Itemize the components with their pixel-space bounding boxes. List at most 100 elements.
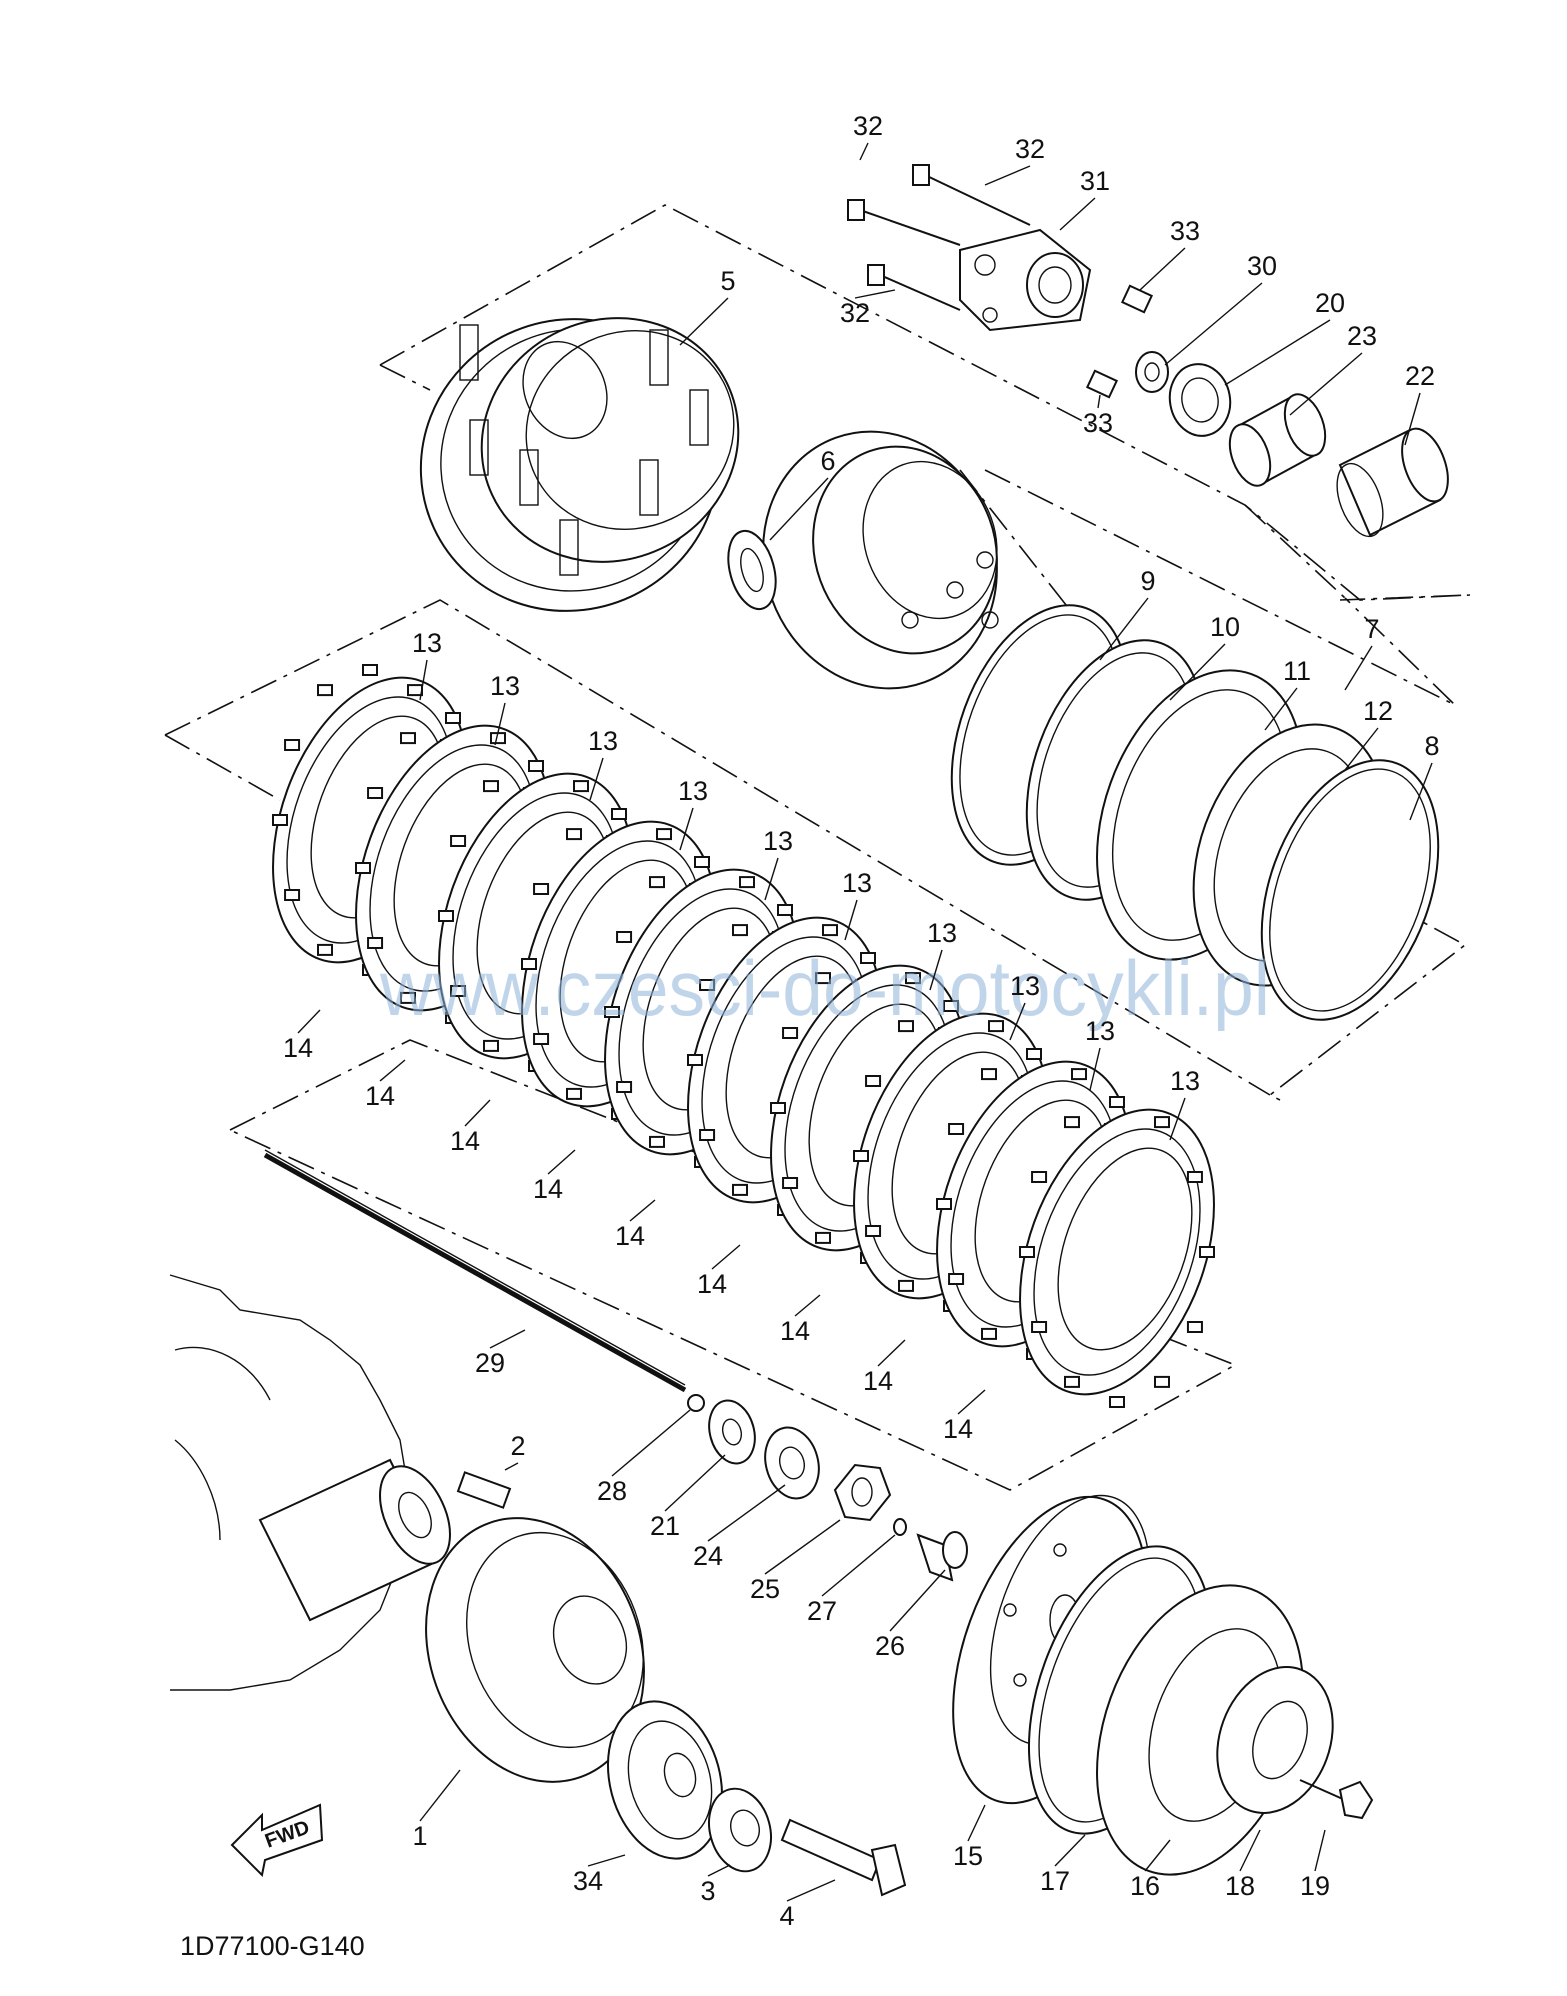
leader-line-7 — [1344, 645, 1373, 691]
callout-13: 13 — [1085, 1016, 1115, 1046]
callout-leader-lines — [297, 142, 1433, 1902]
plate-tab — [981, 1068, 997, 1081]
plate-tab — [898, 1279, 914, 1292]
plate-tab — [1154, 1116, 1170, 1129]
plate-tab — [1109, 1096, 1125, 1108]
leader-line-18 — [1239, 1829, 1261, 1872]
plate-tab — [1154, 1375, 1170, 1388]
plate-friction-band — [1033, 1128, 1201, 1376]
leader-line-9 — [1099, 597, 1149, 661]
leader-line-14 — [794, 1294, 821, 1317]
callout-13: 13 — [1170, 1066, 1200, 1096]
plate-tab — [770, 1102, 786, 1114]
callout-32: 32 — [840, 298, 870, 328]
plate-tab — [400, 991, 416, 1004]
plate-tab — [616, 931, 633, 943]
plate-tab — [943, 1000, 959, 1012]
leader-line-14 — [957, 1389, 986, 1415]
shaft — [258, 1458, 451, 1622]
callout-12: 12 — [1363, 696, 1393, 726]
callout-30: 30 — [1247, 251, 1277, 281]
leader-line-2 — [504, 1462, 519, 1471]
plate-tab — [853, 1150, 869, 1162]
plate-tab — [782, 1027, 799, 1039]
plate-tab — [533, 883, 550, 895]
plate-tab — [1186, 1321, 1203, 1333]
plate-tab — [1031, 1321, 1048, 1333]
leader-line-31 — [1059, 197, 1096, 231]
plate-tab — [528, 760, 544, 772]
plate-tab — [1064, 1375, 1080, 1388]
plate-tab — [981, 1327, 997, 1340]
plate-tab — [284, 739, 301, 751]
plate-tab — [699, 1129, 716, 1141]
callout-14: 14 — [863, 1366, 893, 1396]
plate-tab — [604, 1006, 620, 1018]
callout-13: 13 — [927, 918, 957, 948]
callout-1: 1 — [412, 1821, 427, 1851]
callout-29: 29 — [475, 1348, 505, 1378]
leader-line-16 — [1144, 1839, 1171, 1872]
seal-part-30 — [1135, 351, 1169, 393]
leader-line-14 — [629, 1199, 656, 1222]
leader-line-13 — [1089, 1047, 1101, 1091]
callout-14: 14 — [283, 1033, 313, 1063]
leader-line-12 — [1344, 727, 1379, 771]
plate-tab — [1199, 1246, 1215, 1258]
callout-14: 14 — [450, 1126, 480, 1156]
callout-33: 33 — [1170, 216, 1200, 246]
leader-line-6 — [769, 477, 829, 541]
leader-line-33 — [1097, 394, 1101, 409]
callout-10: 10 — [1210, 612, 1240, 642]
plate-tab — [649, 1135, 665, 1148]
leader-line-28 — [611, 1409, 691, 1477]
callout-8: 8 — [1424, 731, 1439, 761]
callout-13: 13 — [763, 826, 793, 856]
plate-tab — [649, 876, 665, 889]
plate-tab — [367, 937, 384, 949]
callout-15: 15 — [953, 1841, 983, 1871]
callout-13: 13 — [412, 628, 442, 658]
callout-13: 13 — [678, 776, 708, 806]
forward-arrow-icon: FWD — [230, 1803, 324, 1878]
plate-tab — [936, 1198, 952, 1210]
seal-part-20 — [1168, 363, 1232, 437]
callout-27: 27 — [807, 1596, 837, 1626]
leader-line-15 — [967, 1804, 986, 1842]
plate-tab — [317, 684, 333, 697]
leader-line-13 — [764, 857, 779, 901]
leader-line-1 — [419, 1769, 461, 1822]
callout-14: 14 — [697, 1269, 727, 1299]
plate-tab — [815, 1231, 831, 1244]
plate-tab — [860, 952, 876, 964]
callout-3: 3 — [700, 1876, 715, 1906]
circlip-part-8 — [1260, 759, 1440, 1021]
plate-tab — [317, 943, 333, 956]
callout-13: 13 — [1010, 971, 1040, 1001]
callout-25: 25 — [750, 1574, 780, 1604]
callout-11: 11 — [1283, 656, 1311, 686]
plate-tab — [1031, 1171, 1048, 1183]
callout-13: 13 — [490, 671, 520, 701]
callout-16: 16 — [1130, 1871, 1160, 1901]
push-rod-part-29 — [263, 1149, 687, 1393]
leader-line-4 — [786, 1879, 836, 1902]
washer-part-3 — [708, 1787, 772, 1873]
leader-line-26 — [889, 1569, 946, 1632]
leader-line-14 — [379, 1059, 406, 1082]
leader-line-14 — [547, 1149, 576, 1175]
plate-tab — [566, 1087, 582, 1100]
leader-line-27 — [821, 1534, 896, 1597]
plate-tab — [739, 876, 755, 889]
key-part-2 — [456, 1471, 512, 1509]
crankcase-outline — [169, 1274, 411, 1691]
plate-tab — [362, 664, 378, 676]
callout-22: 22 — [1405, 361, 1435, 391]
leader-line-5 — [679, 297, 729, 346]
callout-14: 14 — [365, 1081, 395, 1111]
leader-line-14 — [297, 1009, 321, 1034]
callout-17: 17 — [1040, 1866, 1070, 1896]
leader-line-14 — [464, 1099, 491, 1127]
